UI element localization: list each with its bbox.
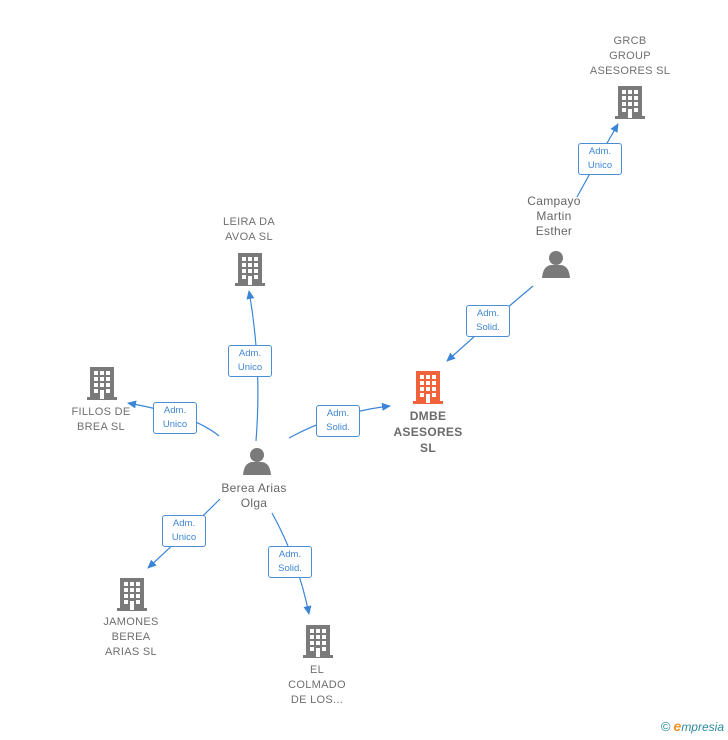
brand-watermark: ©empresia [661,718,724,734]
node-label-dmbe[interactable]: DMBE ASESORES SL [393,409,463,455]
role-badge-campayo-grcb: Adm. Unico [578,143,622,175]
node-label-campayo[interactable]: Campayo Martin Esther [527,194,581,238]
building-icon[interactable] [302,623,334,659]
role-badge-berea-jamones: Adm. Unico [162,515,206,547]
node-label-leira[interactable]: LEIRA DA AVOA SL [223,216,275,243]
role-badge-berea-colmado: Adm. Solid. [268,546,312,578]
role-line: Adm. [278,549,302,560]
building-icon[interactable] [234,251,266,287]
role-line: Solid. [326,422,350,433]
role-badge-berea-dmbe: Adm. Solid. [316,405,360,437]
role-line: Unico [237,362,263,373]
role-line: Unico [587,160,613,171]
role-line: Solid. [278,563,302,574]
role-line: Adm. [588,146,612,157]
person-icon[interactable] [242,447,272,475]
building-icon[interactable] [614,84,646,120]
role-line: Unico [162,419,188,430]
role-badge-berea-leira: Adm. Unico [228,345,272,377]
brand-name: mpresia [681,720,724,734]
person-icon[interactable] [541,250,571,278]
node-label-colmado[interactable]: EL COLMADO DE LOS... [288,664,346,706]
role-badge-berea-fillos: Adm. Unico [153,402,197,434]
role-line: Unico [171,532,197,543]
role-badge-campayo-dmbe: Adm. Solid. [466,305,510,337]
node-label-jamones[interactable]: JAMONES BEREA ARIAS SL [103,616,159,658]
copyright-icon: © [660,719,671,734]
role-line: Solid. [476,322,500,333]
role-line: Adm. [476,308,500,319]
node-label-berea[interactable]: Berea Arias Olga [221,481,287,510]
building-icon-focus[interactable] [412,369,444,405]
brand-initial: e [673,718,682,734]
role-line: Adm. [326,408,350,419]
role-line: Adm. [172,518,196,529]
role-line: Adm. [163,405,187,416]
building-icon[interactable] [86,365,118,401]
node-label-grcb[interactable]: GRCB GROUP ASESORES SL [589,35,671,77]
building-icon[interactable] [116,576,148,612]
node-label-fillos[interactable]: FILLOS DE BREA SL [71,406,131,433]
role-line: Adm. [238,348,262,359]
